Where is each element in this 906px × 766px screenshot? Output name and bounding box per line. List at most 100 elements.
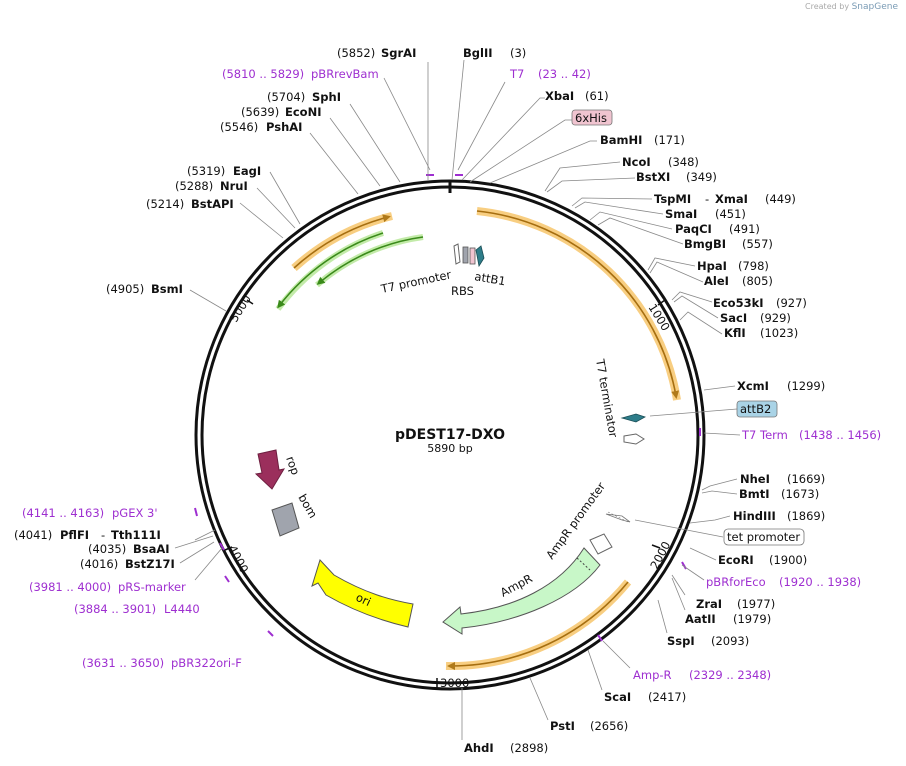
enzyme-pos-bamhi: (171) [654, 133, 685, 147]
enzyme-bglii[interactable]: BglII [463, 46, 493, 60]
primer-mark-pbr322ori [267, 630, 274, 637]
primer-pbrforeco[interactable]: pBRforEco [706, 575, 766, 589]
enzyme-bmgbi[interactable]: BmgBI [684, 237, 726, 251]
primer-pgex3[interactable]: pGEX 3' [112, 506, 158, 520]
enzyme-pflfi[interactable]: PflFI [60, 528, 89, 542]
enzyme-psti[interactable]: PstI [550, 719, 575, 733]
enzyme-aatii[interactable]: AatII [685, 612, 716, 626]
enzyme-bstapi[interactable]: BstAPI [191, 197, 234, 211]
enzyme-tth111i[interactable]: Tth111I [111, 528, 161, 542]
upper-orf-arrow [293, 214, 391, 269]
primer-l4440[interactable]: L4440 [164, 602, 200, 616]
primer-mark-prsmarker [219, 542, 225, 551]
enzyme-ahdi[interactable]: AhdI [464, 741, 494, 755]
enzyme-pos-bglii: (3) [510, 46, 526, 60]
connector-t7term [703, 432, 741, 436]
primer-t7[interactable]: T7 [509, 67, 524, 81]
feature-attb2[interactable]: attB2 [740, 402, 771, 416]
enzyme-bsaai[interactable]: BsaAI [133, 542, 170, 556]
connector-pflfi [194, 529, 216, 541]
enzyme-xmai[interactable]: XmaI [715, 192, 748, 206]
tet-promoter-box [723, 528, 805, 546]
enzyme-sphi[interactable]: SphI [312, 90, 341, 104]
enzyme-pos-econi: (5639) [241, 105, 279, 119]
feature-6xhis[interactable]: 6xHis [575, 111, 607, 125]
connector-pbrforeco [681, 564, 705, 581]
enzyme-ncoi[interactable]: NcoI [622, 155, 651, 169]
connector-ecori [689, 547, 717, 561]
enzyme-hpai[interactable]: HpaI [697, 259, 727, 273]
tick-2000 [651, 544, 661, 549]
attb1-label: attB1 [473, 269, 506, 288]
connector-bamhi [489, 140, 597, 184]
enzyme-sspi[interactable]: SspI [667, 634, 695, 648]
enzyme-pos-bstz17i: (4016) [80, 557, 118, 571]
enzyme-econi[interactable]: EcoNI [285, 105, 321, 119]
enzyme-pos-sspi: (2093) [711, 634, 749, 648]
rbs-glyph [462, 246, 469, 264]
enzyme-eagi[interactable]: EagI [233, 164, 261, 178]
enzyme-pos-eco53ki: (927) [776, 296, 807, 310]
primer-prsmarker[interactable]: pRS-marker [118, 580, 186, 594]
enzyme-pos-bsmi: (4905) [106, 282, 144, 296]
dxo-orf-arrow [476, 210, 680, 399]
tet-promoter-glyph [605, 513, 631, 523]
enzyme-nhei[interactable]: NheI [740, 472, 770, 486]
primer-mark-pgex3 [194, 507, 198, 517]
enzyme-smai[interactable]: SmaI [665, 207, 697, 221]
enzyme-bsmi[interactable]: BsmI [151, 282, 183, 296]
enzyme-nrui[interactable]: NruI [220, 179, 248, 193]
enzyme-tspmi[interactable]: TspMI [654, 192, 691, 206]
enzyme-paqci[interactable]: PaqCI [675, 222, 712, 236]
bom-label: bom [295, 492, 320, 521]
enzyme-bmti[interactable]: BmtI [739, 487, 770, 501]
enzyme-sgrai[interactable]: SgrAI [381, 46, 416, 60]
ori-arrow [311, 559, 414, 628]
enzyme-pshai[interactable]: PshAI [266, 120, 302, 134]
primer-range-pbrforeco: (1920 .. 1938) [779, 575, 861, 589]
enzyme-separator-pflfi: - [101, 528, 105, 542]
enzyme-saci[interactable]: SacI [720, 311, 747, 325]
enzyme-pos-ecori: (1900) [769, 553, 807, 567]
enzyme-zrai[interactable]: ZraI [696, 597, 722, 611]
enzyme-ecori[interactable]: EcoRI [718, 553, 754, 567]
enzyme-pos-bstapi: (5214) [146, 197, 184, 211]
enzyme-xcmi[interactable]: XcmI [737, 379, 769, 393]
primer-pbr322ori[interactable]: pBR322ori-F [171, 656, 242, 670]
enzyme-scai[interactable]: ScaI [604, 690, 631, 704]
connector-pbrrevbam [383, 77, 431, 171]
enzyme-xbai[interactable]: XbaI [545, 89, 574, 103]
enzyme-pos-xcmi: (1299) [787, 379, 825, 393]
connector-ncoi [544, 161, 621, 192]
enzyme-bamhi[interactable]: BamHI [600, 133, 642, 147]
primer-range-pbr322ori: (3631 .. 3650) [82, 656, 164, 670]
connector-alei [649, 261, 704, 283]
primer-mark-l4440 [224, 575, 230, 583]
primer-t7term[interactable]: T7 Term [741, 428, 788, 442]
t7-terminator-label: T7 terminator [593, 357, 621, 439]
enzyme-pos-bmti: (1673) [781, 487, 819, 501]
connector-6xhis [469, 119, 572, 183]
connector-bmti [701, 490, 738, 495]
feature-tet-promoter[interactable]: tet promoter [727, 530, 800, 544]
primer-pbrrevbam[interactable]: pBRrevBam [311, 67, 379, 81]
enzyme-bstxi[interactable]: BstXI [636, 170, 670, 184]
connector-psti [529, 677, 549, 721]
enzyme-pos-tspmi: (449) [765, 192, 796, 206]
enzyme-pos-nhei: (1669) [787, 472, 825, 486]
enzyme-pos-bsaai: (4035) [88, 542, 126, 556]
credit-brand: SnapGene [851, 2, 898, 12]
connector-smai [574, 201, 664, 215]
connector-econi [329, 117, 381, 187]
enzyme-eco53ki[interactable]: Eco53kI [713, 296, 764, 310]
tick-4000 [224, 546, 233, 551]
connector-bstz17i [179, 541, 215, 564]
primer-ampr[interactable]: Amp-R [633, 668, 672, 682]
credit-prefix: Created by [805, 2, 850, 11]
attb2-glyph [620, 413, 646, 423]
enzyme-bstz17i[interactable]: BstZ17I [125, 557, 175, 571]
enzyme-kfli[interactable]: KflI [724, 326, 746, 340]
enzyme-hindiii[interactable]: HindIII [733, 509, 776, 523]
primer-range-l4440: (3884 .. 3901) [74, 602, 156, 616]
enzyme-alei[interactable]: AleI [704, 274, 729, 288]
